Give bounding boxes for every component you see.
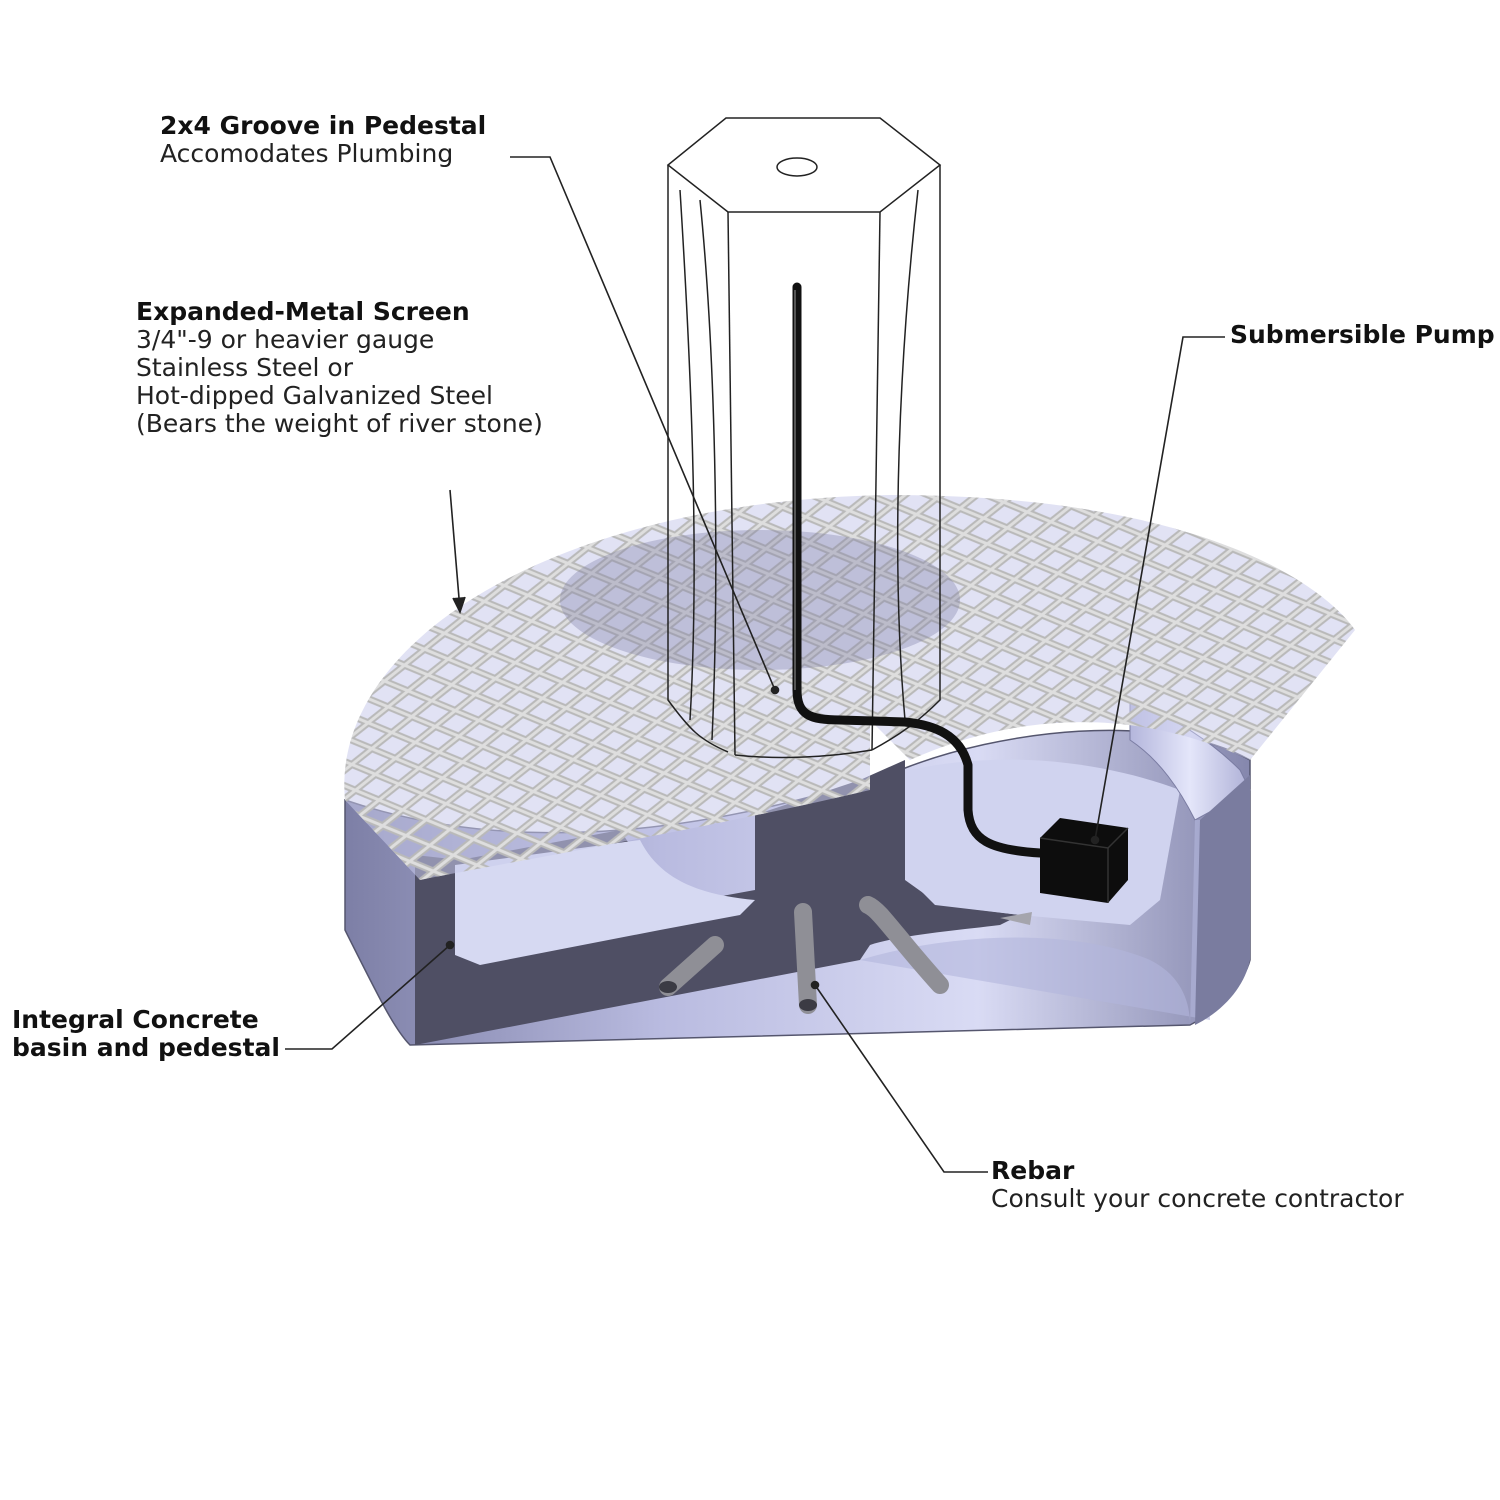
callout-screen-line: Hot-dipped Galvanized Steel bbox=[136, 381, 493, 410]
plumbing-pipe bbox=[792, 282, 1045, 858]
callout-basin-title: Integral Concrete bbox=[12, 1005, 259, 1034]
basin-front-arc bbox=[860, 820, 1210, 1025]
callout-groove: 2x4 Groove in Pedestal Accomodates Plumb… bbox=[160, 112, 486, 168]
callout-groove-line: Accomodates Plumbing bbox=[160, 139, 454, 168]
callout-basin-line: basin and pedestal bbox=[12, 1033, 280, 1062]
leader-rebar bbox=[814, 984, 988, 1173]
leader-groove bbox=[510, 156, 776, 691]
callout-pump-title: Submersible Pump bbox=[1230, 320, 1495, 349]
callout-rebar-line: Consult your concrete contractor bbox=[991, 1184, 1404, 1213]
callout-screen-line: (Bears the weight of river stone) bbox=[136, 409, 543, 438]
rebar bbox=[659, 896, 1032, 1014]
pedestal bbox=[666, 117, 942, 759]
callout-pump: Submersible Pump bbox=[1230, 321, 1495, 349]
leader-screen bbox=[449, 489, 461, 611]
basin-channel-left bbox=[455, 840, 755, 965]
callout-screen-line: Stainless Steel or bbox=[136, 353, 354, 382]
callout-screen: Expanded-Metal Screen 3/4"-9 or heavier … bbox=[136, 298, 543, 438]
callout-screen-title: Expanded-Metal Screen bbox=[136, 297, 470, 326]
rebar-bar bbox=[794, 903, 817, 1014]
rebar-bar bbox=[859, 896, 949, 994]
leader-pump bbox=[1094, 336, 1225, 841]
basin-rim-right bbox=[1195, 775, 1250, 1025]
callout-rebar-title: Rebar bbox=[991, 1156, 1075, 1185]
callout-groove-title: 2x4 Groove in Pedestal bbox=[160, 111, 487, 140]
callout-rebar: Rebar Consult your concrete contractor bbox=[991, 1157, 1404, 1213]
rebar-bar bbox=[659, 936, 724, 996]
callout-screen-line: 3/4"-9 or heavier gauge bbox=[136, 325, 435, 354]
leader-basin bbox=[285, 944, 451, 1050]
pedestal-top-hole bbox=[776, 157, 818, 177]
leader-lines bbox=[285, 156, 1225, 1173]
submersible-pump bbox=[1039, 818, 1129, 903]
rebar-stub bbox=[1000, 912, 1032, 925]
callout-basin: Integral Concrete basin and pedestal bbox=[12, 1006, 280, 1062]
